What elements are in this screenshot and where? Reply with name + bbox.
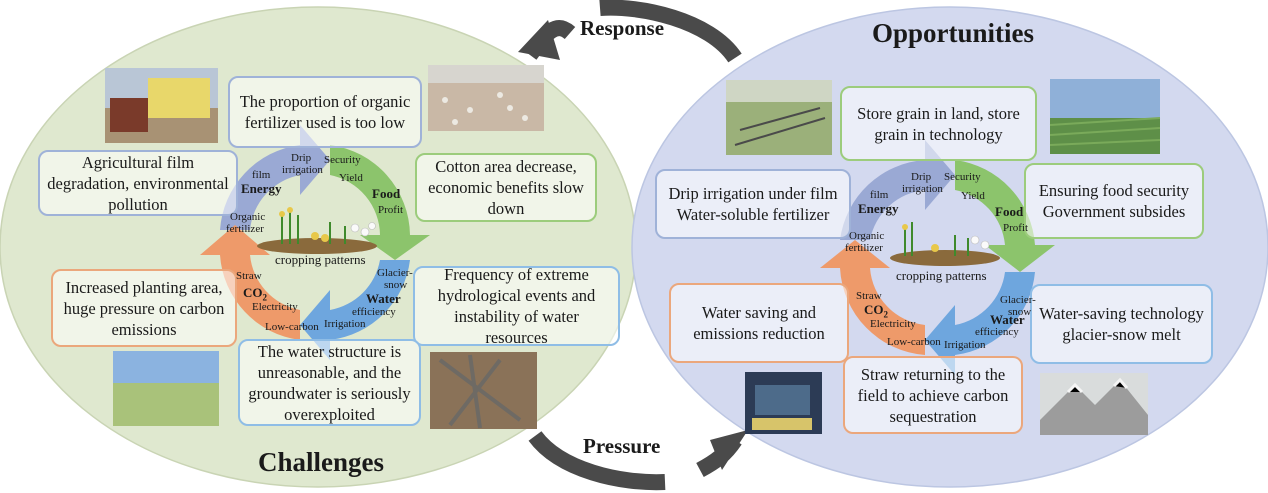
response-label: Response: [580, 16, 665, 40]
low-carbon-label: Low-carbon: [265, 321, 319, 333]
fertilizer-label-r: fertilizer: [845, 242, 883, 254]
response-arrow: [518, 0, 742, 63]
photo-green-field: [1049, 79, 1161, 154]
water-arc: [300, 260, 410, 360]
straw-label-r: Straw: [856, 290, 882, 302]
box-glacier-tech: Water-saving technology glacier-snow mel…: [1030, 284, 1213, 364]
right-cycle: [820, 140, 1055, 375]
irrigation-label-r: Irrigation: [944, 339, 986, 351]
opportunities-title: Opportunities: [872, 18, 1035, 48]
box-drip-irrigation: Drip irrigation under film Water-soluble…: [655, 169, 851, 239]
electricity-label-r: Electricity: [870, 318, 916, 330]
co2-label-r: CO2: [864, 302, 888, 320]
profit-label: Profit: [378, 204, 404, 216]
photo-truck: [105, 68, 218, 143]
food-arc: [330, 145, 430, 260]
co2-arc-r: [820, 240, 925, 355]
photo-glacier: [1040, 373, 1148, 435]
film-label: film: [252, 169, 271, 181]
cropping-patterns-label: cropping patterns: [275, 252, 366, 267]
yield-label: Yield: [339, 172, 363, 184]
water-label: Water: [366, 291, 401, 306]
box-water-structure: The water structure is unreasonable, and…: [238, 339, 421, 426]
glacier-label: Glacier-: [377, 267, 413, 279]
electricity-label: Electricity: [252, 301, 298, 313]
photo-irrigation: [430, 352, 537, 429]
energy-arc-r: [840, 140, 955, 240]
co2-arc: [200, 225, 300, 340]
straw-label: Straw: [236, 270, 262, 282]
box-straw-returning: Straw returning to the field to achieve …: [843, 356, 1023, 434]
low-carbon-label-r: Low-carbon: [887, 336, 941, 348]
box-carbon-pressure: Increased planting area, huge pressure o…: [51, 269, 237, 347]
film-label-r: film: [870, 189, 889, 201]
box-cotton-area: Cotton area decrease, economic benefits …: [415, 153, 597, 222]
efficiency-label: efficiency: [352, 306, 396, 318]
box-organic-fertilizer: The proportion of organic fertilizer use…: [228, 76, 422, 148]
challenges-title: Challenges: [258, 447, 385, 477]
box-extreme-events: Frequency of extreme hydrological events…: [413, 265, 620, 347]
fertilizer-label: fertilizer: [226, 223, 264, 235]
co2-label: CO2: [243, 285, 267, 303]
water-label-r: Water: [990, 312, 1025, 327]
yield-label-r: Yield: [961, 190, 985, 202]
water-arc-r: [925, 272, 1035, 375]
drip-irrigation-label-r: irrigation: [902, 183, 943, 195]
food-label: Food: [372, 186, 401, 201]
organic-label: Organic: [230, 211, 266, 223]
box-water-saving: Water saving and emissions reduction: [669, 283, 849, 363]
drip-label: Drip: [291, 152, 312, 164]
pressure-label: Pressure: [583, 434, 661, 458]
box-film-pollution: Agricultural film degradation, environme…: [38, 150, 238, 216]
cropping-patterns-label-r: cropping patterns: [896, 268, 987, 283]
irrigation-label: Irrigation: [324, 318, 366, 330]
box-store-grain: Store grain in land, store grain in tech…: [840, 86, 1037, 161]
organic-label-r: Organic: [849, 230, 885, 242]
profit-label-r: Profit: [1003, 222, 1029, 234]
energy-label: Energy: [241, 181, 282, 196]
snow-label: snow: [384, 279, 408, 291]
energy-arc: [220, 125, 330, 230]
energy-label-r: Energy: [858, 201, 899, 216]
photo-wheat-field: [113, 351, 219, 426]
efficiency-label-r: efficiency: [975, 326, 1019, 338]
security-label-r: Security: [944, 171, 981, 183]
box-food-security: Ensuring food security Government subsid…: [1024, 163, 1204, 239]
drip-label-r: Drip: [911, 171, 932, 183]
security-label: Security: [324, 154, 361, 166]
left-cycle: [200, 125, 430, 360]
photo-fertilizer-bag: [745, 372, 822, 434]
food-label-r: Food: [995, 204, 1024, 219]
drip-irrigation-label: irrigation: [282, 164, 323, 176]
glacier-label-r: Glacier-: [1000, 294, 1036, 306]
pressure-arrow: [528, 430, 748, 491]
photo-cotton-field: [428, 65, 544, 131]
photo-drip-field: [726, 80, 832, 155]
food-arc-r: [955, 160, 1055, 272]
snow-label-r: snow: [1008, 306, 1032, 318]
